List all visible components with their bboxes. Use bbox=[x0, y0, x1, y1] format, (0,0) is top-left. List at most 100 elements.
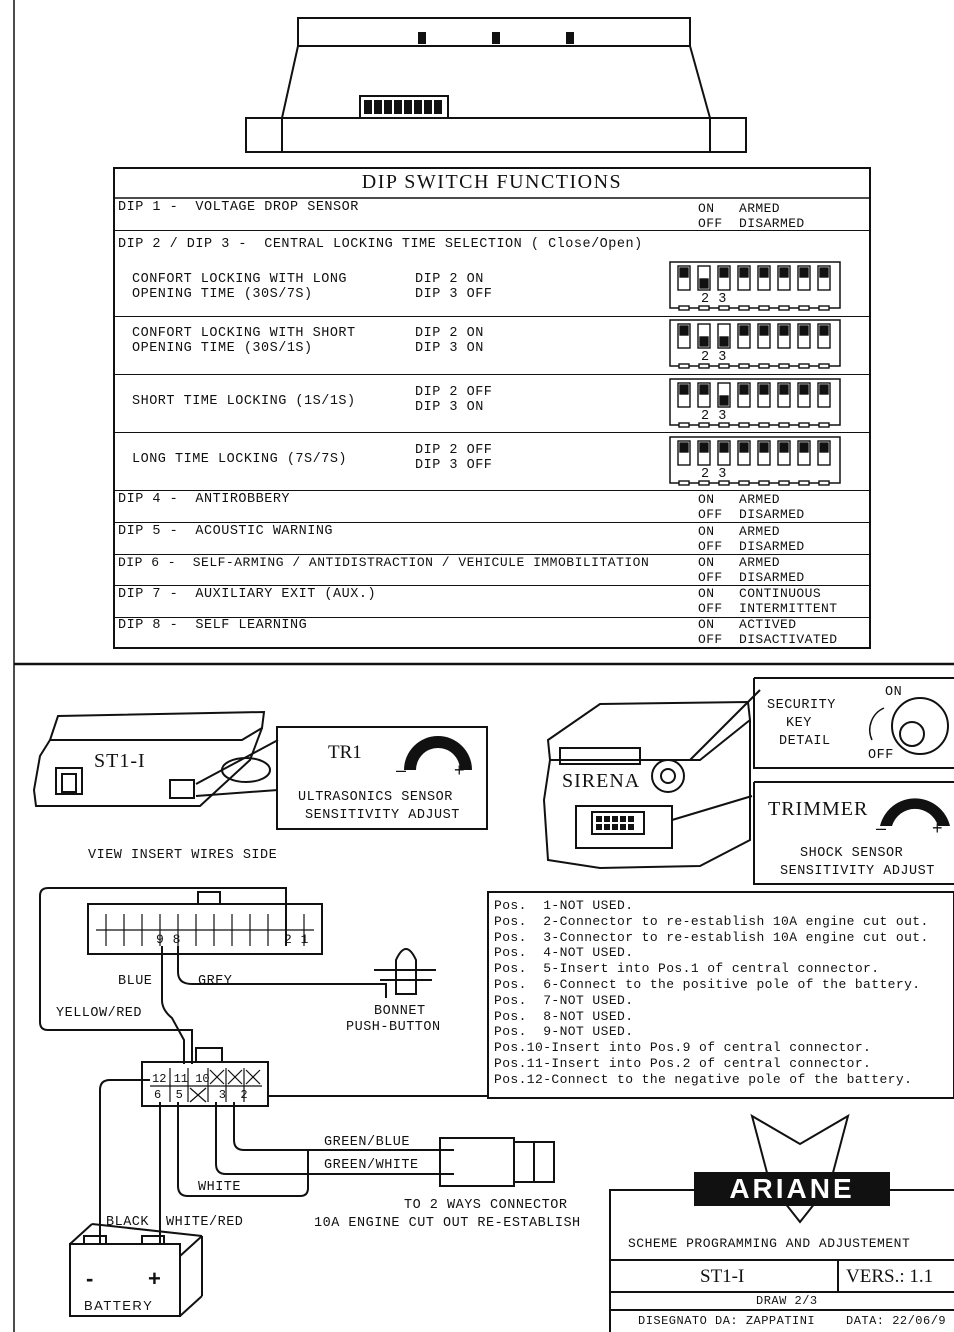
dip-switch-knob bbox=[819, 267, 829, 278]
dip-switch-knob bbox=[719, 395, 729, 406]
dip-switch-knob bbox=[699, 278, 709, 289]
wire-yellow-red-label: YELLOW/RED bbox=[56, 1006, 143, 1021]
dip7-on: ON CONTINUOUS bbox=[698, 586, 822, 601]
trimmer-plus: + bbox=[932, 818, 943, 838]
option3-line1: SHORT TIME LOCKING (1S/1S) bbox=[132, 394, 356, 409]
dip-switch-knob bbox=[739, 325, 749, 336]
dip-switch-pin bbox=[758, 305, 770, 311]
draw-number: DRAW 2/3 bbox=[756, 1294, 818, 1308]
dip-switch-image-4 bbox=[669, 436, 841, 484]
dip-switch-knob bbox=[699, 336, 709, 347]
dip6-label: DIP 6 - SELF-ARMING / ANTIDISTRACTION / … bbox=[118, 555, 650, 570]
dip-switch-pin bbox=[798, 305, 810, 311]
dip-switch-knob bbox=[759, 442, 769, 453]
trimmer-dial-icon bbox=[880, 798, 950, 826]
trimmer-box bbox=[753, 781, 954, 885]
dip-switch-pin bbox=[738, 480, 750, 486]
dip-switch-pin bbox=[718, 363, 730, 369]
dip-switch-image-2 bbox=[669, 319, 841, 367]
position-item: Pos. 1-NOT USED. bbox=[494, 898, 634, 913]
dip-switch-knob bbox=[679, 325, 689, 336]
position-item: Pos.10-Insert into Pos.9 of central conn… bbox=[494, 1040, 872, 1056]
dip-switch-pin bbox=[818, 480, 830, 486]
cutout-connector bbox=[439, 1137, 515, 1187]
dip4-off: OFF DISARMED bbox=[698, 507, 805, 522]
small-connector-bottom-row: 6 5 3 2 bbox=[154, 1088, 248, 1102]
dip-switch-knob bbox=[819, 442, 829, 453]
trimmer-caption2: SENSITIVITY ADJUST bbox=[780, 864, 935, 879]
dip-switch-knob bbox=[779, 442, 789, 453]
dip-switch-knob bbox=[719, 267, 729, 278]
connector-pins-right: 2 1 bbox=[284, 932, 309, 947]
dip5-label: DIP 5 - ACOUSTIC WARNING bbox=[118, 524, 334, 539]
dip-switch-pin bbox=[698, 480, 710, 486]
dip-switch-knob bbox=[779, 267, 789, 278]
dip-switch-pin bbox=[778, 422, 790, 428]
position-item: Pos. 9-NOT USED. bbox=[494, 1024, 634, 1040]
dip4-on: ON ARMED bbox=[698, 492, 781, 507]
option2-line2: OPENING TIME (30S/1S) bbox=[132, 341, 313, 356]
tr1-caption1: ULTRASONICS SENSOR bbox=[298, 790, 453, 805]
version-label: VERS.: 1.1 bbox=[846, 1266, 934, 1287]
option4-dip3: DIP 3 OFF bbox=[415, 458, 493, 473]
dip-switch-pin bbox=[718, 480, 730, 486]
dip-switch-knob bbox=[799, 267, 809, 278]
key-caption1: SECURITY bbox=[767, 698, 836, 713]
battery-label: BATTERY bbox=[84, 1298, 154, 1313]
option2-dip3: DIP 3 ON bbox=[415, 341, 484, 356]
dip4-label: DIP 4 - ANTIROBBERY bbox=[118, 492, 291, 507]
wire-white-red-label: WHITE/RED bbox=[166, 1215, 244, 1230]
key-caption3: DETAIL bbox=[779, 734, 831, 749]
key-on-label: ON bbox=[885, 685, 903, 700]
option1-dip3: DIP 3 OFF bbox=[415, 287, 493, 302]
dip8-label: DIP 8 - SELF LEARNING bbox=[118, 618, 308, 633]
dip-switch-pin bbox=[678, 363, 690, 369]
option4-dip2: DIP 2 OFF bbox=[415, 443, 493, 458]
dip-switch-pin bbox=[738, 422, 750, 428]
trimmer-caption1: SHOCK SENSOR bbox=[800, 846, 904, 861]
wires bbox=[39, 887, 555, 1317]
tr1-caption2: SENSITIVITY ADJUST bbox=[305, 808, 460, 823]
dip-switch-knob bbox=[719, 336, 729, 347]
option2-line1: CONFORT LOCKING WITH SHORT bbox=[132, 326, 356, 341]
position-item: Pos. 4-NOT USED. bbox=[494, 945, 634, 961]
bonnet-label2: PUSH-BUTTON bbox=[346, 1020, 441, 1035]
dip8-off: OFF DISACTIVATED bbox=[698, 632, 838, 647]
battery-minus: - bbox=[86, 1266, 94, 1291]
ariane-logo-bg bbox=[694, 1172, 890, 1206]
dip-switch-pin bbox=[738, 305, 750, 311]
positions-box bbox=[487, 891, 954, 1099]
option3-dip2: DIP 2 OFF bbox=[415, 385, 493, 400]
battery-plus: + bbox=[148, 1266, 161, 1291]
dip-row-1 bbox=[114, 198, 870, 231]
dip1-off: OFF DISARMED bbox=[698, 216, 805, 231]
dip-switch-pin bbox=[678, 305, 690, 311]
dip7-off: OFF INTERMITTENT bbox=[698, 601, 838, 616]
dip-switch-pin bbox=[798, 363, 810, 369]
key-cylinder-icon bbox=[899, 721, 925, 747]
dip-switch-knob bbox=[719, 442, 729, 453]
wire-green-blue-label: GREEN/BLUE bbox=[324, 1135, 411, 1150]
dip-switch-knob bbox=[759, 325, 769, 336]
st1-module-label: ST1-I bbox=[94, 750, 146, 772]
dip1-label: DIP 1 - VOLTAGE DROP SENSOR bbox=[118, 200, 359, 215]
wire-green-white-label: GREEN/WHITE bbox=[324, 1158, 419, 1173]
dip-switch-knob bbox=[799, 442, 809, 453]
dip-switch-image-3 bbox=[669, 378, 841, 426]
dip-switch-knob bbox=[799, 325, 809, 336]
dip-table-title: DIP SWITCH FUNCTIONS bbox=[361, 171, 623, 193]
option3-switch-numbers: 2 3 bbox=[701, 409, 727, 424]
dip-switch-pin bbox=[698, 422, 710, 428]
position-item: Pos. 8-NOT USED. bbox=[494, 1008, 634, 1024]
dip-switch-pin bbox=[818, 363, 830, 369]
dip-switch-pin bbox=[798, 422, 810, 428]
tr1-minus: – bbox=[396, 760, 407, 780]
dip-switch-pin bbox=[678, 422, 690, 428]
dip-switch-knob bbox=[759, 384, 769, 395]
option2-switch-numbers: 2 3 bbox=[701, 350, 727, 365]
dip-switch-pin bbox=[758, 422, 770, 428]
tr1-plus: + bbox=[454, 760, 465, 780]
position-item: Pos. 3-Connector to re-establish 10A eng… bbox=[494, 929, 929, 945]
dip6-off: OFF DISARMED bbox=[698, 570, 805, 585]
